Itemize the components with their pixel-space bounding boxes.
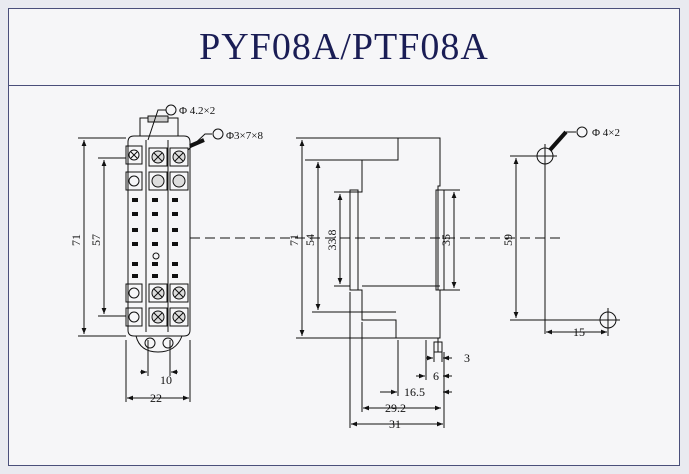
mounting-view (510, 126, 620, 336)
front-view (78, 104, 224, 402)
dim-front-22: 22 (150, 391, 162, 405)
mount-hole-label: Φ 4×2 (592, 127, 620, 139)
dim-side-16-5: 16.5 (404, 385, 425, 399)
terminal-row-top (125, 145, 189, 191)
socket-body-outline (127, 135, 191, 337)
dim-side-6: 6 (433, 369, 439, 383)
dim-side-33-8: 33.8 (325, 230, 339, 251)
terminal-row-bottom (125, 283, 189, 327)
dim-side-3: 3 (464, 351, 470, 365)
hole-label: Φ 4.2×2 (179, 105, 215, 117)
dim-side-54: 54 (303, 234, 317, 246)
dim-front-10: 10 (160, 373, 172, 387)
dim-side-35: 35 (439, 234, 453, 246)
dim-side-71: 71 (287, 234, 301, 246)
dim-front-57: 57 (89, 234, 103, 246)
screw-label: Φ3×7×8 (226, 130, 263, 142)
dim-side-31: 31 (389, 417, 401, 431)
front-view-labels: Φ 4.2×2 Φ3×7×8 71 57 10 22 (69, 105, 263, 405)
page-title: PYF08A/PTF08A (8, 8, 680, 86)
side-view (296, 137, 460, 428)
mounting-view-labels: Φ 4×2 59 15 (501, 127, 620, 339)
socket-contact-slots (132, 198, 178, 278)
side-view-labels: 71 54 33.8 35 3 6 16.5 29.2 31 (287, 230, 470, 432)
dim-side-29-2: 29.2 (385, 401, 406, 415)
dim-mount-59: 59 (501, 234, 515, 246)
dim-front-71: 71 (69, 234, 83, 246)
dim-mount-15: 15 (573, 325, 585, 339)
drawing-sheet (8, 8, 680, 466)
